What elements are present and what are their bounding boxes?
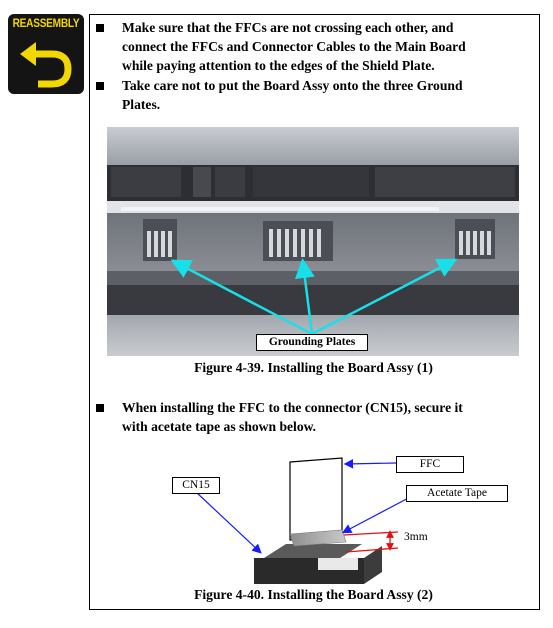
connector-drawing (195, 457, 417, 584)
figure-2-caption: Figure 4-40. Installing the Board Assy (… (194, 587, 433, 602)
figure-1-caption: Figure 4-39. Installing the Board Assy (… (194, 360, 433, 375)
ffc-label: FFC (396, 456, 464, 473)
bullet-marker (96, 82, 104, 90)
bullet-3-line-2: with acetate tape as shown below. (122, 419, 317, 434)
board-assy-photo: Grounding Plates (107, 127, 519, 356)
reassembly-badge: REASSEMBLY (8, 14, 84, 94)
cn15-label: CN15 (172, 477, 220, 494)
badge-label: REASSEMBLY (12, 18, 80, 30)
bullet-1-line-1: Make sure that the FFCs are not crossing… (122, 20, 454, 35)
content-frame (89, 14, 540, 610)
dimension-label: 3mm (404, 531, 428, 543)
acetate-tape-label: Acetate Tape (406, 485, 508, 502)
bullet-marker (96, 24, 104, 32)
grounding-plates-label: Grounding Plates (256, 334, 368, 351)
ffc-connector-diagram: FFC Acetate Tape CN15 3mm (170, 448, 520, 594)
bullet-2-line-1: Take care not to put the Board Assy onto… (122, 78, 463, 93)
u-turn-arrow-icon (20, 42, 72, 88)
callout-arrows (170, 258, 458, 336)
bullet-1-line-3: while paying attention to the edges of t… (122, 58, 435, 73)
bullet-1-line-2: connect the FFCs and Connector Cables to… (122, 39, 466, 54)
bullet-2-line-2: Plates. (122, 97, 161, 112)
bullet-marker (96, 404, 104, 412)
bullet-3-line-1: When installing the FFC to the connector… (122, 400, 463, 415)
